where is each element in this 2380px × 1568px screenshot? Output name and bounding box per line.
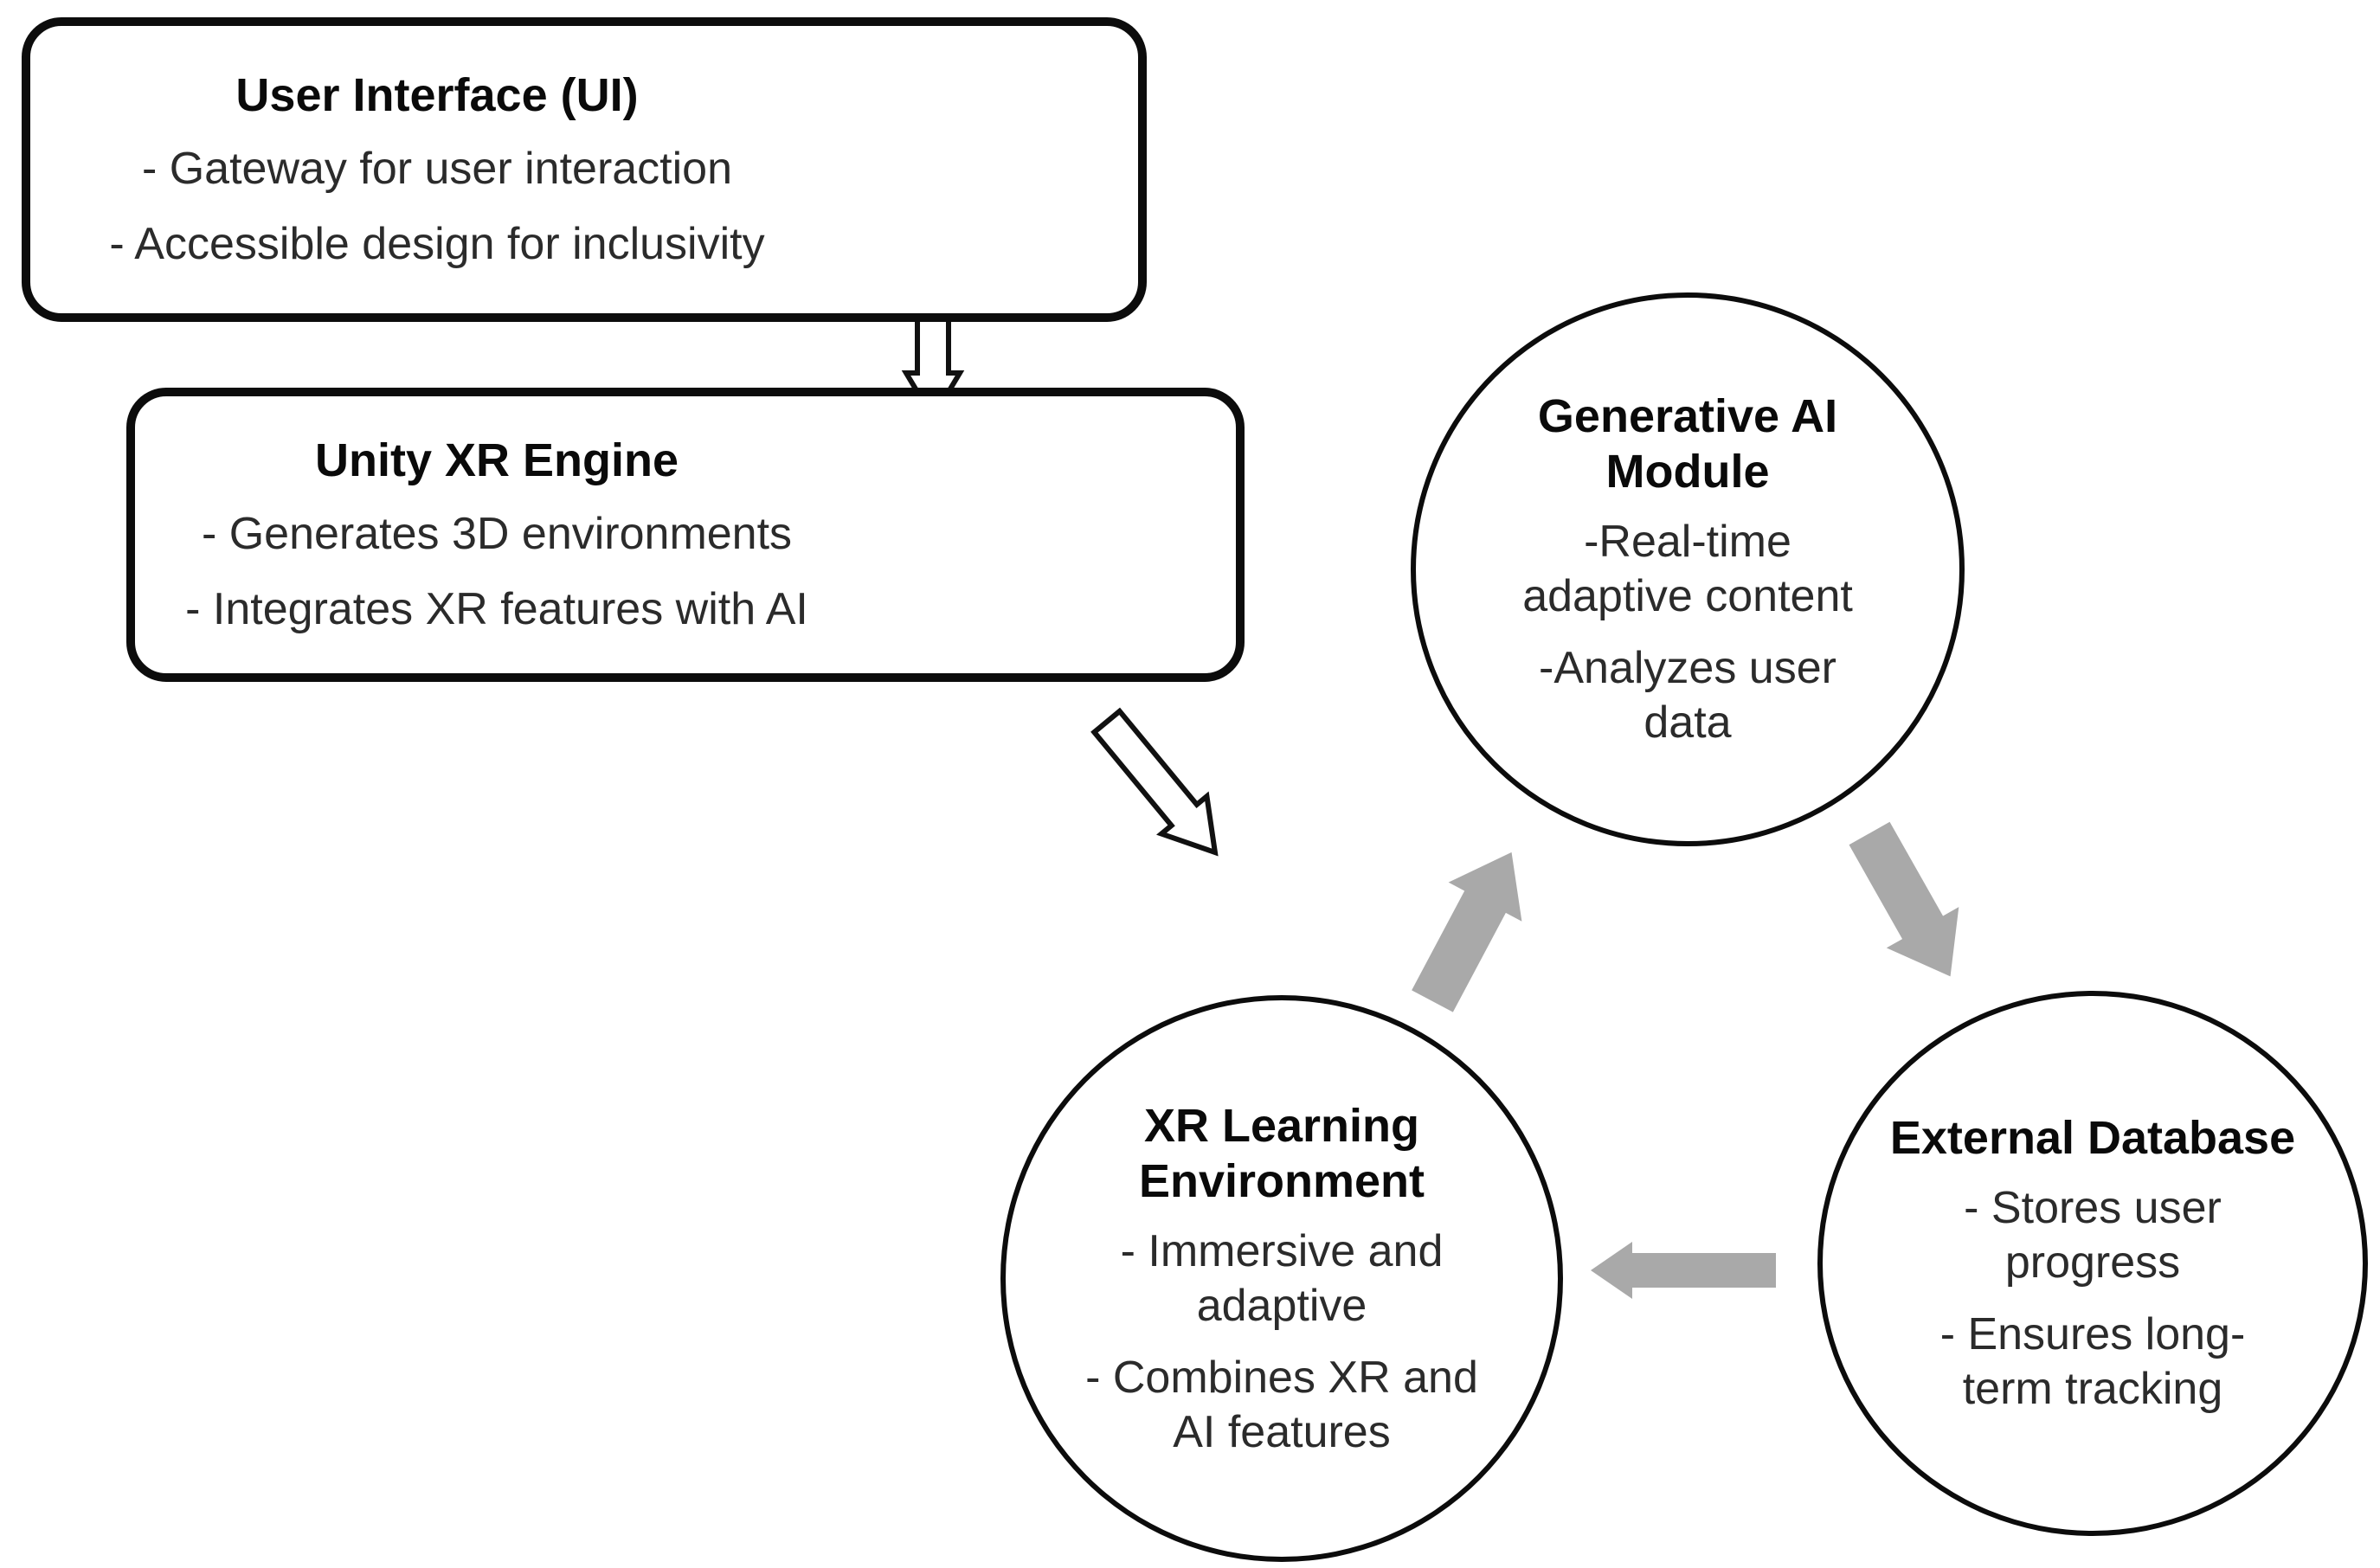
arrow-external-db-to-xr-learning: [1591, 1242, 1776, 1299]
box-user-interface-bullet: - Gateway for user interaction: [141, 144, 733, 194]
circle-external-database-bullet: - Stores user progress: [1964, 1183, 2222, 1288]
circle-xr-learning-environment-bullet: - Combines XR and AI features: [1085, 1352, 1478, 1457]
circle-generative-ai-module: Generative AI Module -Real-time adaptive…: [1411, 292, 1965, 846]
circle-external-database-bullet: - Ensures long- term tracking: [1939, 1309, 2246, 1414]
arrow-genai-to-external-db: [1849, 821, 1959, 977]
circle-generative-ai-module-bullet: -Analyzes user data: [1539, 643, 1836, 748]
arrow-unity-to-xr-learning: [1090, 707, 1219, 857]
circle-xr-learning-environment-title: XR Learning Environment: [1138, 1099, 1425, 1207]
circle-generative-ai-module-title: Generative AI Module: [1537, 390, 1838, 498]
arrow-xr-learning-to-genai: [1412, 851, 1522, 1012]
box-user-interface-title: User Interface (UI): [235, 69, 639, 121]
circle-xr-learning-environment-bullet: - Immersive and adaptive: [1120, 1225, 1444, 1331]
circle-external-database: External Database - Stores user progress…: [1817, 991, 2368, 1536]
box-unity-xr-engine-bullet: - Integrates XR features with AI: [185, 584, 808, 634]
box-unity-xr-engine-title: Unity XR Engine: [314, 434, 679, 486]
box-unity-xr-engine-bullet: - Generates 3D environments: [201, 509, 793, 559]
box-user-interface-bullet: - Accessible design for inclusivity: [109, 219, 765, 269]
box-user-interface: User Interface (UI) - Gateway for user i…: [22, 17, 1147, 322]
box-unity-xr-engine: Unity XR Engine - Generates 3D environme…: [126, 388, 1245, 682]
circle-external-database-title: External Database: [1889, 1112, 2296, 1164]
circle-xr-learning-environment: XR Learning Environment - Immersive and …: [1000, 995, 1563, 1562]
circle-generative-ai-module-bullet: -Real-time adaptive content: [1522, 517, 1853, 621]
